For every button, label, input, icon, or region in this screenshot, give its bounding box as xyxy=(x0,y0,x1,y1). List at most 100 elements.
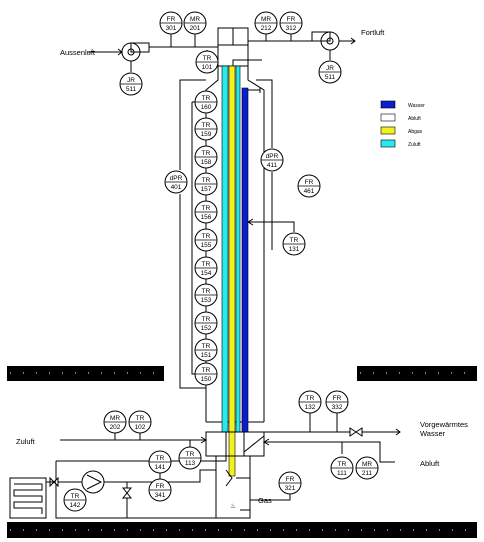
instrument-tag: dPR xyxy=(170,175,183,182)
instrument-number: 341 xyxy=(155,492,166,499)
instrument-tag: FR xyxy=(167,16,176,23)
instrument-tag: MR xyxy=(261,16,271,23)
floor-bars xyxy=(7,366,477,538)
instrument-number: 152 xyxy=(201,325,212,332)
legend-item: Abgas xyxy=(380,126,423,135)
instrument-tr157: TR 157 xyxy=(194,172,218,196)
instrument-number: 154 xyxy=(201,270,212,277)
instrument-tag: TR xyxy=(136,415,145,422)
instrument-tag: TR xyxy=(338,461,347,468)
instrument-tr102: TR 102 xyxy=(128,410,152,434)
instrument-number: 151 xyxy=(201,352,212,359)
instrument-tag: TR xyxy=(306,395,315,402)
legend-swatch xyxy=(380,139,396,148)
legend-swatch xyxy=(380,126,396,135)
gas-label: Gas xyxy=(258,496,272,505)
valve-pump-circuit xyxy=(121,487,133,499)
burner-box: ♨ xyxy=(205,431,265,519)
instrument-tag: FR xyxy=(287,16,296,23)
aussenluft-label: Aussenluft xyxy=(60,48,96,57)
instrument-tr155: TR 155 xyxy=(194,228,218,252)
instrument-number: 157 xyxy=(201,186,212,193)
instrument-tag: MR xyxy=(362,461,372,468)
instrument-mr212: MR 212 xyxy=(254,11,278,35)
abgas-tube xyxy=(228,65,236,477)
instrument-tr154: TR 154 xyxy=(194,256,218,280)
instrument-tag: TR xyxy=(202,122,211,129)
instrument-number: 159 xyxy=(201,131,212,138)
instrument-number: 511 xyxy=(325,74,336,81)
instrument-tag: FR xyxy=(305,179,314,186)
instrument-tag: TR xyxy=(202,177,211,184)
instrument-tr152: TR 152 xyxy=(194,311,218,335)
floor-bar-bottom xyxy=(7,522,477,538)
floor-bar-left xyxy=(7,366,164,381)
instrument-number: 101 xyxy=(202,64,213,71)
legend-label: Abluft xyxy=(408,116,421,122)
instrument-number: 155 xyxy=(201,242,212,249)
flame-glyph: ♨ xyxy=(230,502,236,510)
legend-label: Abgas xyxy=(408,129,423,135)
instrument-number: 158 xyxy=(201,159,212,166)
instrument-number: 321 xyxy=(285,485,296,492)
abluft-label: Abluft xyxy=(420,459,440,468)
instrument-tag: TR xyxy=(202,95,211,102)
instrument-number: 201 xyxy=(190,25,201,32)
instrument-number: 113 xyxy=(185,460,196,467)
instrument-number: 332 xyxy=(332,404,343,411)
instrument-dpr401: dPR 401 xyxy=(164,170,188,194)
instrument-number: 142 xyxy=(70,502,81,509)
floor-bar-right xyxy=(357,366,477,381)
legend-swatch xyxy=(380,100,396,109)
stream-labels: Aussenluft Fortluft Zuluft Abluft Gas Vo… xyxy=(16,28,468,505)
instrument-tag: TR xyxy=(202,233,211,240)
instrument-number: 511 xyxy=(126,86,137,93)
instrument-number: 211 xyxy=(362,470,373,477)
instrument-tag: TR xyxy=(202,367,211,374)
fortluft-label: Fortluft xyxy=(361,28,385,37)
instrument-tag: TR xyxy=(202,343,211,350)
burner-lower xyxy=(215,455,251,519)
instrument-number: 111 xyxy=(337,470,347,477)
instrument-tag: dPR xyxy=(266,153,279,160)
instrument-number: 102 xyxy=(135,424,146,431)
instrument-tag: TR xyxy=(202,316,211,323)
instrument-tr150: TR 150 xyxy=(194,362,218,386)
instrument-number: 212 xyxy=(261,25,272,32)
instrument-jr511a: JR 511 xyxy=(119,72,143,96)
instrument-tag: TR xyxy=(202,261,211,268)
instrument-number: 401 xyxy=(171,184,182,191)
vorgewaermt-label-1: Vorgewärmtes xyxy=(420,420,468,429)
instruments: FR301MR201MR212FR312JR511JR511TR101TR160… xyxy=(63,11,379,512)
instrument-number: 202 xyxy=(110,424,121,431)
instrument-tag: MR xyxy=(190,16,200,23)
instrument-tag: TR xyxy=(202,205,211,212)
legend-label: Wasser xyxy=(408,103,425,109)
legend-item: Zuluft xyxy=(380,139,421,148)
tower xyxy=(205,27,265,477)
zuluft-label: Zuluft xyxy=(16,437,36,446)
instrument-mr211: MR 211 xyxy=(355,456,379,480)
instrument-number: 150 xyxy=(201,376,212,383)
instrument-tag: TR xyxy=(202,150,211,157)
instrument-number: 141 xyxy=(155,464,166,471)
instrument-number: 301 xyxy=(166,25,177,32)
instrument-tag: JR xyxy=(127,77,135,84)
legend-swatch xyxy=(380,113,396,122)
